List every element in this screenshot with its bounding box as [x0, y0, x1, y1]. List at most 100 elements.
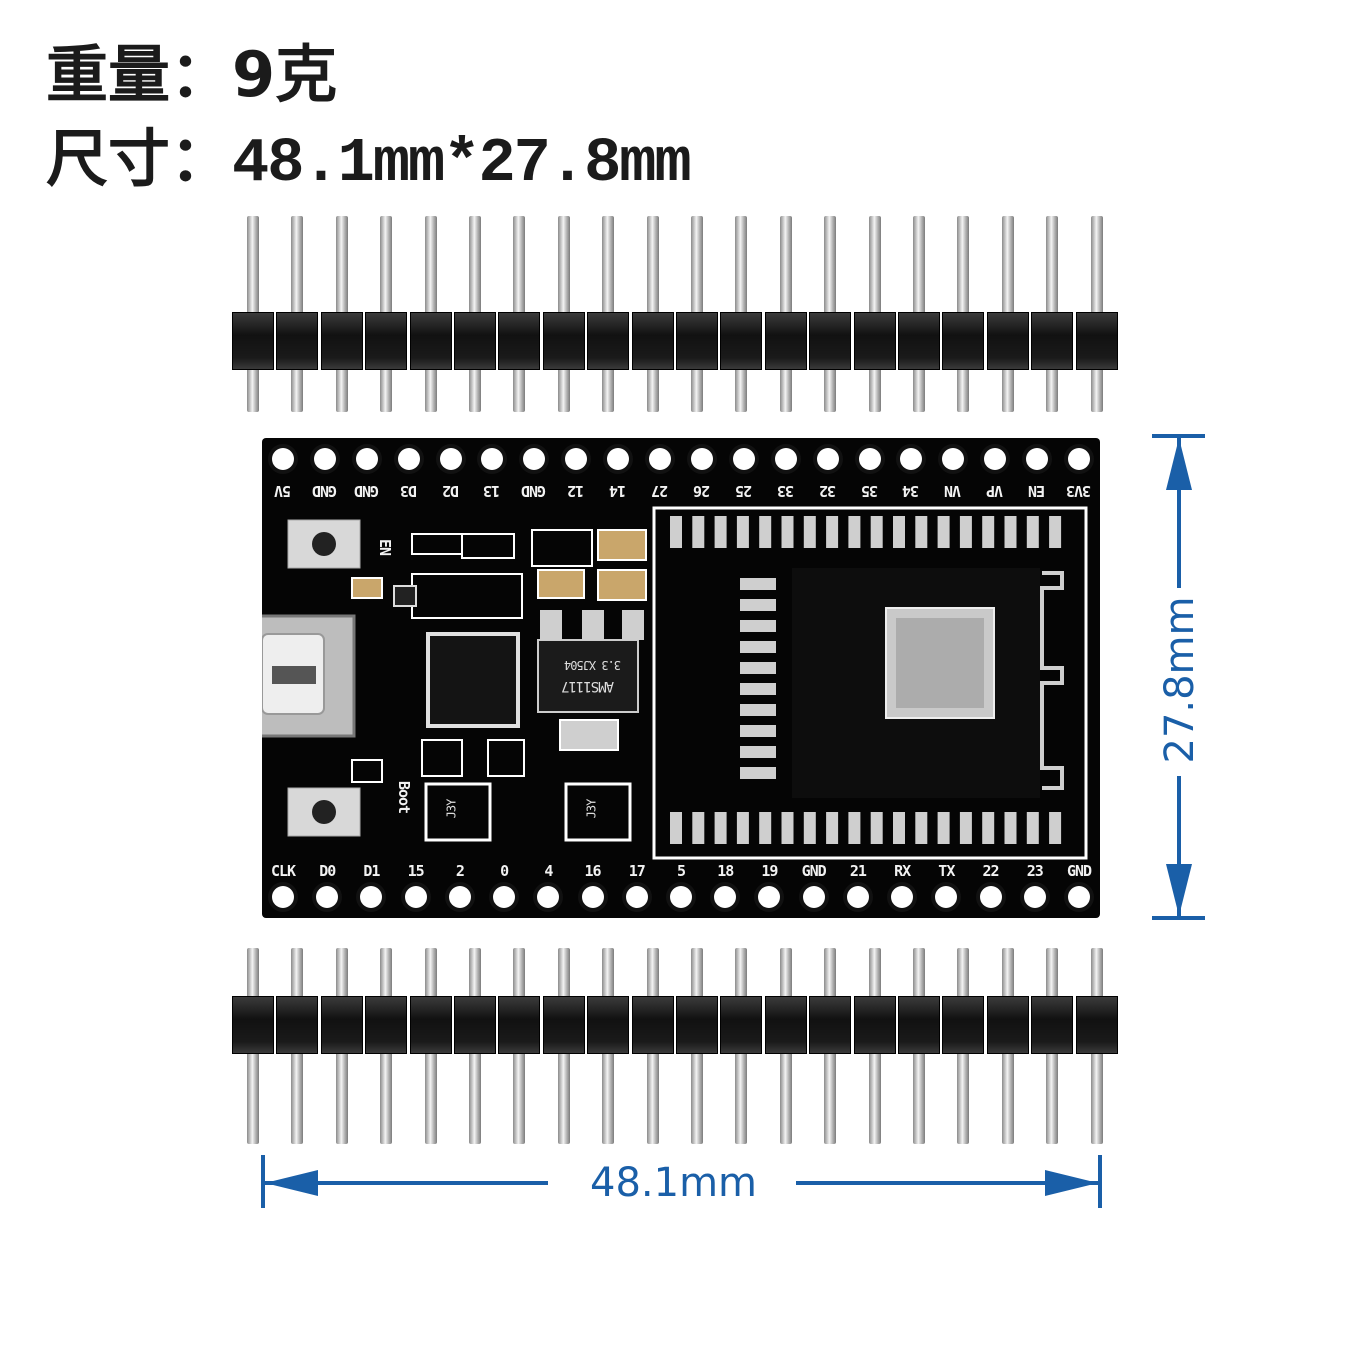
module-side-pad	[740, 578, 776, 590]
pin-label: 17	[628, 862, 646, 880]
pin-label: GND	[801, 862, 827, 880]
pin-label: 21	[849, 862, 867, 880]
pin-hole	[523, 448, 546, 470]
weight-spec: 重量：9克	[46, 44, 337, 106]
header-housing	[365, 996, 408, 1054]
regulator-label: AMS1117	[562, 678, 615, 694]
module-pad-pin	[893, 516, 905, 548]
module-pad-pin	[826, 516, 839, 548]
pin-label: CLK	[270, 862, 296, 880]
header-housing	[587, 312, 630, 370]
header-housing	[720, 312, 763, 370]
pin-label: 4	[544, 862, 553, 880]
header-housing	[542, 996, 585, 1054]
pin-label: 0	[500, 862, 509, 880]
weight-label: 重量：	[46, 38, 233, 111]
weight-value: 9克	[232, 38, 338, 111]
module-side-pad	[740, 599, 776, 611]
pin-label: D2	[442, 482, 459, 500]
pin-label: EN	[1029, 482, 1046, 500]
header-housing	[276, 312, 319, 370]
header-housing	[320, 312, 363, 370]
pin-label: 2	[455, 862, 465, 880]
header-housing	[232, 312, 274, 370]
header-housing	[986, 312, 1029, 370]
pin-label: 32	[819, 482, 836, 500]
transistor-1-label: J3Y	[444, 799, 459, 819]
pin-hole	[690, 448, 713, 470]
boot-button-cap	[312, 800, 336, 824]
module-pad-pin	[982, 812, 995, 844]
pin-hole	[1068, 448, 1090, 470]
module-pad-pin	[714, 516, 727, 548]
pin-hole	[607, 448, 630, 470]
module-pad-pin	[915, 812, 928, 844]
pin-label: D0	[319, 862, 336, 880]
module-pad-pin	[1004, 516, 1017, 548]
pin-hole	[891, 886, 914, 908]
width-dimension-label: 48.1mm	[590, 1160, 757, 1206]
transistor-1	[424, 782, 492, 842]
header-housing	[631, 312, 674, 370]
pin-label: RX	[894, 862, 911, 880]
module-pad-pin	[736, 812, 749, 844]
header-housing	[1031, 996, 1074, 1054]
header-housing	[809, 312, 852, 370]
pin-hole	[935, 886, 958, 908]
header-housing	[720, 996, 763, 1054]
module-pads-side	[740, 578, 776, 779]
module-pad-pin	[959, 516, 972, 548]
pin-header-bottom	[228, 946, 1120, 1146]
height-arrow-bottom	[1166, 864, 1192, 916]
header-housing	[276, 996, 319, 1054]
module-pad-pin	[1049, 516, 1062, 548]
pin-label: D1	[363, 862, 380, 880]
module-pad-pin	[937, 812, 950, 844]
header-housing	[898, 996, 940, 1054]
module-pad-pin	[937, 516, 950, 548]
header-housing	[1075, 996, 1118, 1054]
pin-hole	[858, 448, 881, 470]
pin-hole	[732, 448, 755, 470]
header-housing	[232, 996, 274, 1054]
header-housing	[454, 312, 496, 370]
pin-label: 19	[761, 862, 778, 880]
pin-label: 5	[676, 862, 686, 880]
module-side-pad	[740, 704, 776, 716]
antenna-trace	[1040, 571, 1064, 790]
pin-label: 27	[652, 482, 669, 500]
pin-hole	[316, 886, 339, 908]
header-housing	[498, 312, 541, 370]
regulator-chip	[537, 639, 639, 713]
pin-hole	[1068, 886, 1090, 908]
pin-hole	[481, 448, 504, 470]
module-pad-pin	[1004, 812, 1017, 844]
pin-label: 16	[584, 862, 602, 880]
module-side-pad	[740, 641, 776, 653]
module-pad-pin	[670, 516, 682, 548]
pin-hole	[846, 886, 869, 908]
pin-hole	[355, 448, 378, 470]
pin-label: 13	[484, 482, 501, 500]
module-pad-pin	[959, 812, 972, 844]
transistor-2-label: J3Y	[584, 799, 599, 819]
pin-hole	[900, 448, 923, 470]
module-pad-pin	[870, 812, 883, 844]
pin-hole	[397, 448, 420, 470]
module-pad-pin	[803, 812, 816, 844]
pin-label: GND	[1066, 862, 1092, 880]
header-housing	[631, 996, 674, 1054]
module-pad-pin	[870, 516, 883, 548]
module-pad-pin	[759, 812, 772, 844]
en-silkscreen: EN	[376, 538, 395, 556]
pin-header-top	[228, 212, 1120, 412]
pin-label: 23	[1026, 862, 1044, 880]
pin-hole	[942, 448, 965, 470]
pin-hole	[979, 886, 1002, 908]
pin-label: VN	[945, 482, 962, 500]
pin-label: 5V	[274, 482, 292, 500]
header-housing	[498, 996, 541, 1054]
pin-label: 15	[407, 862, 425, 880]
pin-hole	[404, 886, 427, 908]
pin-hole	[448, 886, 471, 908]
